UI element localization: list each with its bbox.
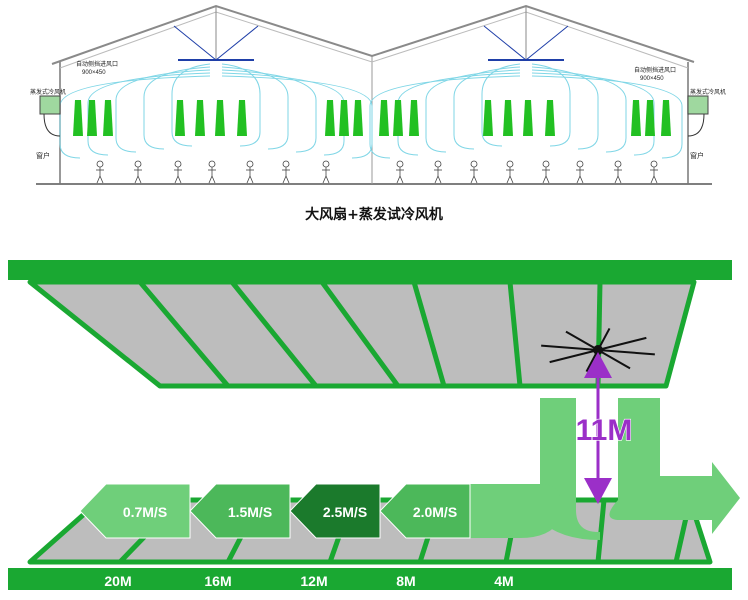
distance-label-16M: 16M — [204, 573, 231, 589]
cooler-label-right: 蒸发式冷风机 — [690, 88, 726, 96]
cooling-cone — [523, 100, 533, 136]
cooling-cone — [503, 100, 513, 136]
person-icon — [322, 160, 330, 184]
person-icon — [542, 160, 550, 184]
airflow-loops — [59, 63, 683, 159]
floor-divider — [595, 499, 607, 563]
cooling-cone — [379, 100, 389, 136]
fan-blade — [541, 344, 599, 351]
ceiling-divider — [507, 281, 523, 387]
person-icon — [576, 160, 584, 184]
cooling-cone — [325, 100, 335, 136]
person-icon — [396, 160, 404, 184]
person-icon — [470, 160, 478, 184]
cooler-label-left: 蒸发式冷风机 — [30, 88, 66, 96]
person-icon — [96, 160, 104, 184]
speed-label-1: 0.7M/S — [123, 504, 167, 520]
person-icon — [614, 160, 622, 184]
ceiling-divider — [230, 280, 318, 388]
speed-arrow-4 — [379, 483, 471, 539]
distance-labels: 20M 16M 12M 8M 4M — [104, 573, 513, 589]
person-icon — [434, 160, 442, 184]
fan-blade — [597, 336, 647, 351]
vent-size-right: 900×450 — [640, 76, 664, 82]
speed-label-3: 2.5M/S — [323, 504, 367, 520]
person-icon — [208, 160, 216, 184]
speed-label-2: 1.5M/S — [228, 504, 272, 520]
distance-label-4M: 4M — [494, 573, 513, 589]
fan-blade — [597, 349, 655, 356]
bottom-frame-bar — [8, 568, 732, 590]
cooling-cone — [661, 100, 671, 136]
person-icon — [246, 160, 254, 184]
distance-label-8M: 8M — [396, 573, 415, 589]
cooling-cone — [237, 100, 247, 136]
person-icon — [174, 160, 182, 184]
outflow-connector — [466, 484, 560, 538]
cooling-cone — [87, 100, 97, 136]
big-fan-icon — [541, 327, 655, 373]
cooling-cones — [73, 100, 671, 136]
height-label: 11M — [576, 414, 633, 447]
ceiling-fan-icon — [173, 25, 259, 61]
cooling-cone — [393, 100, 403, 136]
ceiling-divider — [411, 281, 447, 387]
airflow-plan-view: 0.7M/S 1.5M/S 2.5M/S 2.0M/S 11M 20M 16M 12M 8M… — [8, 260, 740, 590]
fan-blade — [565, 330, 599, 351]
right-outflow-arrow — [609, 398, 740, 534]
cooling-cone — [215, 100, 225, 136]
distance-label-12M: 12M — [300, 573, 327, 589]
fan-hub — [593, 345, 603, 355]
fan-blade — [549, 349, 599, 364]
cooling-cone — [631, 100, 641, 136]
standing-people — [96, 160, 658, 184]
window-label-left: 窗户 — [36, 151, 50, 160]
fan-blade — [597, 349, 631, 370]
ceiling-fans — [173, 25, 569, 61]
vent-label-left: 自动侧挡进风口 — [76, 60, 118, 68]
cooling-cone — [175, 100, 185, 136]
cooling-cone — [645, 100, 655, 136]
vent-size-left: 900×450 — [82, 70, 106, 76]
diagram-caption: 大风扇+蒸发试冷风机 — [305, 206, 443, 223]
person-icon — [506, 160, 514, 184]
person-icon — [650, 160, 658, 184]
cooler-left — [39, 95, 61, 137]
ceiling-divider — [138, 280, 230, 388]
roof-inner — [59, 11, 689, 69]
cooling-cone — [353, 100, 363, 136]
height-arrow — [584, 352, 612, 504]
cooling-cone — [103, 100, 113, 136]
cooling-cone — [195, 100, 205, 136]
ceiling-divider — [319, 280, 401, 388]
cooling-cone — [483, 100, 493, 136]
cooling-cone — [339, 100, 349, 136]
cooling-cone — [73, 100, 83, 136]
ceiling-panel-dividers — [138, 280, 603, 388]
window-label-right: 窗户 — [690, 151, 704, 160]
ceiling-fan-icon — [483, 25, 569, 61]
top-frame-bar — [8, 260, 732, 280]
cooling-cone — [409, 100, 419, 136]
barn-cross-section: 自动侧挡进风口 900×450 自动侧挡进风口 900×450 蒸发式冷风机 蒸… — [30, 4, 726, 223]
speed-label-4: 2.0M/S — [413, 504, 457, 520]
speed-arrows: 0.7M/S 1.5M/S 2.5M/S 2.0M/S — [79, 483, 471, 539]
cooler-right — [687, 95, 709, 137]
distance-label-20M: 20M — [104, 573, 131, 589]
cooling-cone — [545, 100, 555, 136]
vent-label-right: 自动侧挡进风口 — [634, 66, 676, 74]
person-icon — [282, 160, 290, 184]
roof — [51, 4, 695, 65]
person-icon — [134, 160, 142, 184]
